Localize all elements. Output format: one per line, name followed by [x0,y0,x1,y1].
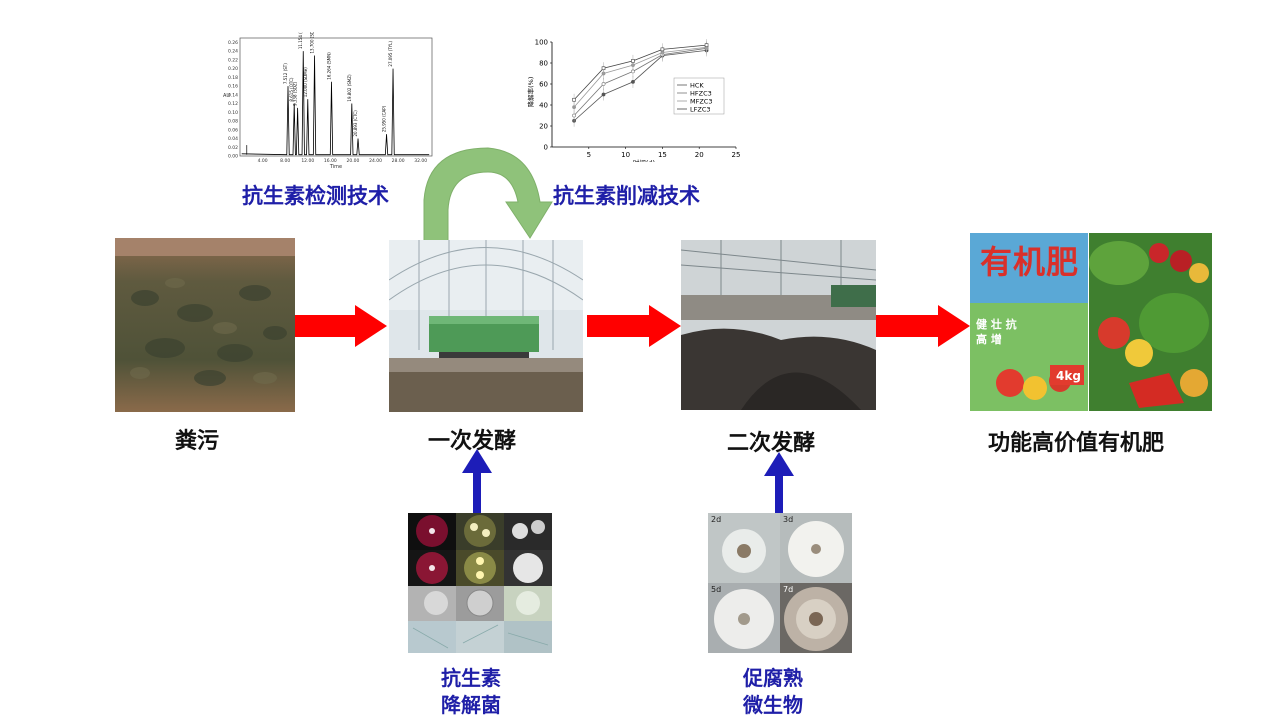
chromatogram-peak-label: 20.893 (CTC) [353,110,358,137]
line-chart-legend-entry: LFZC3 [690,105,711,113]
line-chart-point [631,80,635,84]
chromatogram-x-tick: 16.00 [324,158,337,164]
arrow-maturing-microbes-up [764,452,794,514]
chromatogram-peak-label: 13.700 (SDM) [310,32,315,53]
chromatogram-y-tick: 0.08 [228,119,238,125]
chromatogram-peak-label: 27.095 (TYL) [388,41,393,67]
chromatogram-y-tick: 0.02 [228,145,238,151]
chromatogram-peak-label: 25.950 (CAP) [382,105,387,132]
line-chart-point [601,66,606,71]
fungi-day-label-2: 3d [783,515,794,524]
line-chart-point [601,82,606,86]
line-chart-y-tick: 60 [539,81,548,89]
line-chart-point [660,47,665,52]
chromatogram-chart: 0.26 0.24 0.22 0.20 0.18 0.16 0.14 0.12 0.10 0.08… [218,24,436,172]
chromatogram-x-tick: 8.00 [280,158,290,164]
chromatogram-x-tick: 32.00 [414,158,427,164]
degradation-line-svg: 0 20 40 60 80 100 5 10 15 20 25 时间(d) 降解率(%) HCKHFZC3… [526,39,741,168]
degrading-bacteria-photo [408,513,552,653]
line-chart-point [572,105,576,110]
line-chart-y-tick: 20 [539,123,548,131]
line-chart-x-tick: 10 [621,151,630,159]
arrow-secondary-to-fertilizer [876,305,970,347]
degrading-bacteria-caption-line1: 抗生素 [441,666,501,690]
chromatogram-y-tick: 0.06 [228,127,238,133]
chromatogram-x-tick: 24.00 [369,158,382,164]
chromatogram-y-tick: 0.00 [228,154,238,160]
line-chart-legend-entry: MFZC3 [690,97,712,105]
reduction-technique-label: 抗生素削减技术 [553,184,700,208]
chromatogram-y-tick: 0.20 [228,66,238,72]
arrow-primary-to-secondary [587,305,681,347]
secondary-fermentation-caption: 二次发酵 [727,431,816,456]
chromatogram-x-tick: 28.00 [392,158,405,164]
fungi-day-label-3: 5d [711,585,722,594]
line-chart-x-tick: 25 [732,151,741,159]
line-chart-point [704,43,709,47]
chromatogram-y-tick: 0.18 [228,75,238,81]
line-chart-point [572,97,576,102]
line-chart-x-label: 时间(d) [633,158,655,162]
chromatogram-y-tick: 0.22 [228,57,238,63]
line-chart-point [631,59,635,63]
chromatogram-x-label: Time [329,164,342,170]
degrading-bacteria-caption-line2: 降解菌 [441,693,501,717]
line-chart-x-tick: 20 [695,151,704,159]
chromatogram-y-tick: 0.26 [228,40,238,46]
maturing-microbes-photo: 2d 3d 5d 7d [708,513,852,653]
fertilizer-bag-photo: 有机肥 健 壮 抗 高 增 4kg [970,233,1088,411]
fertilizer-bag-side-text: 健 壮 抗 高 增 [976,318,1017,346]
detection-technique-label: 抗生素检测技术 [242,184,389,208]
primary-fermentation-caption: 一次发酵 [428,429,517,454]
chromatogram-frame [239,37,433,157]
chromatogram-y-tick: 0.16 [228,84,238,90]
line-chart-y-tick: 40 [539,102,548,110]
chromatogram-svg: 0.26 0.24 0.22 0.20 0.18 0.16 0.14 0.12 0.10 0.08… [223,24,433,170]
line-chart-y-tick: 0 [544,144,548,152]
chromatogram-peak-label: 7.512 (ST) [283,63,288,84]
fungi-day-label-4: 7d [783,585,794,594]
chromatogram-peak-label: 19.802 (SMZ) [347,74,352,102]
vegetables-photo [1089,233,1212,411]
arrow-degrading-bacteria-up [462,449,492,513]
primary-fermentation-photo [389,240,583,412]
line-chart-x-tick: 15 [658,151,667,159]
line-chart-legend-entry: HCK [690,81,704,89]
chromatogram-y-tick: 0.12 [228,101,238,107]
arrow-manure-to-primary [295,305,387,347]
maturing-microbes-caption-line1: 促腐熟 [743,666,803,690]
fertilizer-caption: 功能高价值有机肥 [988,431,1165,456]
chromatogram-peak-label: 8.615 (OTC) [289,77,294,101]
fertilizer-bag-weight: 4kg [1056,369,1081,383]
maturing-microbes-caption-line2: 微生物 [743,693,803,717]
manure-caption: 粪污 [175,429,220,454]
line-chart-y-tick: 80 [539,60,548,68]
fertilizer-bag-title: 有机肥 [980,243,1080,281]
degradation-chart: 0 20 40 60 80 100 5 10 15 20 25 时间(d) 降解率(%) HCKHFZC3… [522,32,744,168]
line-chart-legend-box [673,77,725,115]
line-chart-legend-entry: HFZC3 [690,89,712,97]
chromatogram-y-label: AU [223,93,230,99]
line-chart-y-tick: 100 [535,39,548,47]
chromatogram-y-tick: 0.24 [228,49,238,55]
chromatogram-x-tick: 20.00 [346,158,359,164]
chromatogram-trace [241,51,430,156]
chromatogram-peak-label: 12.000 (SDMe) [303,67,308,97]
chromatogram-peak-label: 16.264 (SMN) [326,52,331,80]
chromatogram-peak-label: 9.338 (SDZ) [293,81,298,106]
chromatogram-y-tick: 0.04 [228,136,238,142]
manure-photo [115,238,295,412]
chromatogram-x-tick: 12.00 [301,158,314,164]
line-chart-point [572,113,576,118]
chromatogram-peak-label: 11.154 (CIP) [298,32,303,49]
line-chart-point [601,92,606,97]
chromatogram-x-tick: 4.00 [258,158,268,164]
secondary-fermentation-photo [681,240,876,410]
line-chart-x-tick: 5 [587,151,591,159]
line-chart-y-label: 降解率(%) [526,77,535,108]
recycle-curved-arrow [423,147,553,243]
fungi-day-label-1: 2d [711,515,722,524]
chromatogram-y-tick: 0.10 [228,110,238,116]
chromatogram-y-tick: 0.14 [228,92,238,98]
